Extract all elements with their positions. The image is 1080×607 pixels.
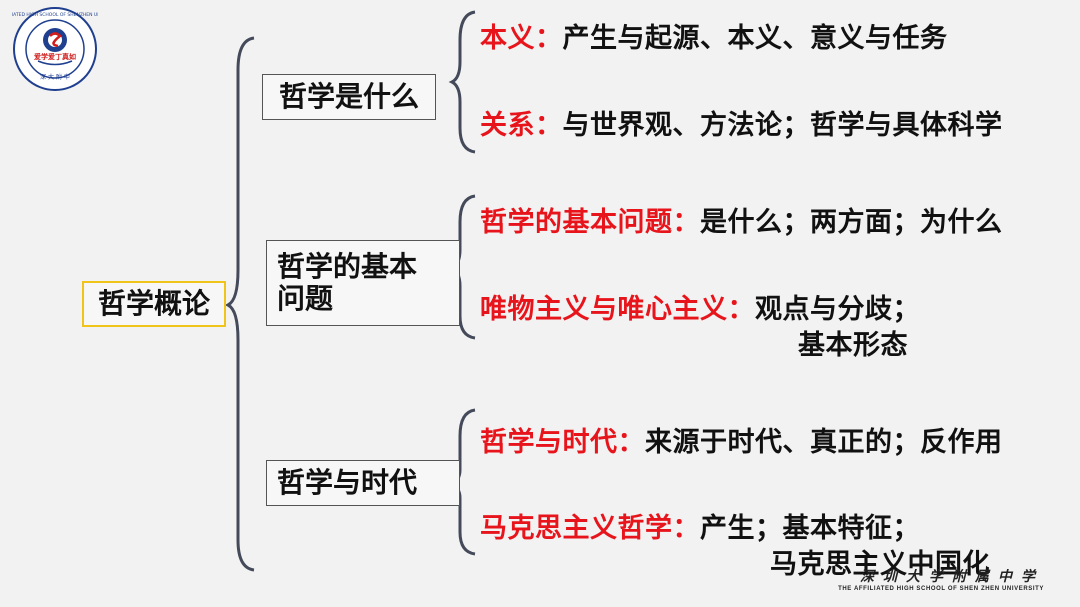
leaf-text-2: 马克思主义中国化 [770, 549, 990, 580]
branch-label: 哲学的基本问题 [277, 249, 418, 315]
leaf-text: 观点与分歧； [755, 294, 920, 325]
branch-node-1: 哲学是什么 [262, 74, 436, 120]
svg-text:深 大 附 中: 深 大 附 中 [40, 73, 70, 81]
svg-text:THE AFFILIATED HIGH SCHOOL OF: THE AFFILIATED HIGH SCHOOL OF SHENZHEN U… [12, 12, 98, 18]
leaf-item: 关系：与世界观、方法论；哲学与具体科学 [480, 103, 1003, 142]
leaf-text: 是什么；两方面；为什么 [700, 207, 1003, 238]
leaf-text: 产生与起源、本义、意义与任务 [562, 23, 948, 54]
branch-node-3: 哲学与时代 [266, 460, 460, 506]
footer-school-name-en: THE AFFILIATED HIGH SCHOOL OF SHEN ZHEN … [838, 586, 1044, 592]
branch-brace-1 [448, 10, 476, 154]
leaf-key: 哲学与时代： [480, 427, 645, 458]
footer-school-name: 深圳大学附属中学 [860, 569, 1044, 585]
branch-label: 哲学与时代 [277, 465, 418, 499]
leaf-key: 本义： [480, 23, 563, 54]
leaf-key: 关系： [480, 110, 563, 141]
svg-text:爱学爱丁真如: 爱学爱丁真如 [34, 52, 76, 61]
leaf-key: 唯物主义与唯心主义： [480, 294, 755, 325]
leaf-item-continued: 马克思主义中国化 [770, 542, 990, 581]
root-label: 哲学概论 [97, 286, 210, 320]
branch-node-2: 哲学的基本问题 [266, 240, 460, 326]
leaf-key: 马克思主义哲学： [480, 513, 700, 544]
leaf-item-continued: 基本形态 [798, 323, 908, 362]
leaf-key: 哲学的基本问题： [480, 207, 700, 238]
leaf-text: 产生；基本特征； [700, 513, 920, 544]
branch-label: 哲学是什么 [278, 79, 419, 113]
leaf-text-2: 基本形态 [798, 330, 908, 361]
leaf-text: 与世界观、方法论；哲学与具体科学 [562, 110, 1003, 141]
leaf-item: 本义：产生与起源、本义、意义与任务 [480, 16, 948, 55]
leaf-item: 哲学的基本问题：是什么；两方面；为什么 [480, 200, 1003, 239]
leaf-item: 马克思主义哲学：产生；基本特征； [480, 506, 920, 545]
leaf-item: 哲学与时代：来源于时代、真正的；反作用 [480, 420, 1003, 459]
leaf-text: 来源于时代、真正的；反作用 [645, 427, 1003, 458]
root-brace [224, 36, 255, 572]
school-logo: 爱学爱丁真如 深 大 附 中 THE AFFILIATED HIGH SCHOO… [0, 6, 121, 92]
leaf-item: 唯物主义与唯心主义：观点与分歧； [480, 287, 920, 326]
root-node: 哲学概论 [82, 281, 226, 327]
